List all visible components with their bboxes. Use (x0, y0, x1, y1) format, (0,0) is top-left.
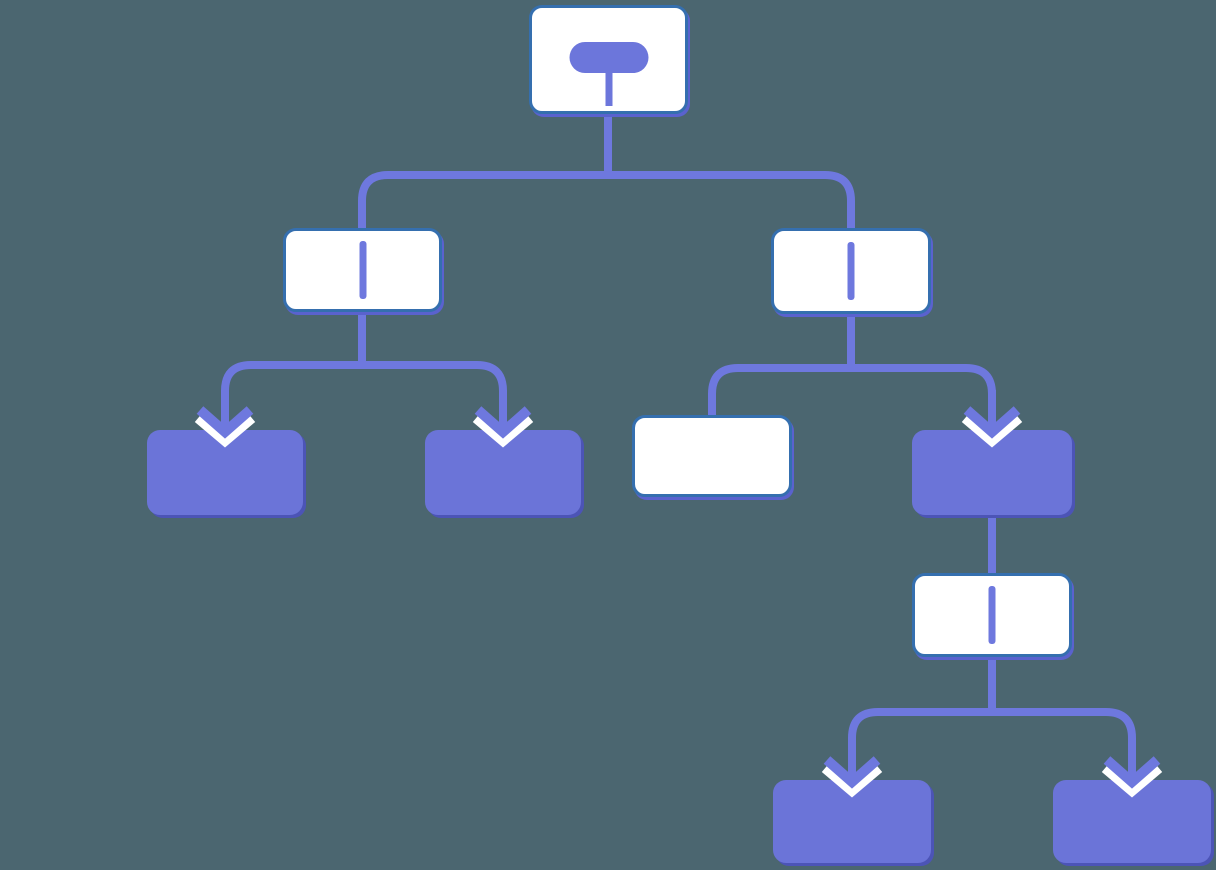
node-decision-left[interactable] (283, 228, 442, 312)
divider-line-icon (847, 242, 855, 300)
node-task-right[interactable] (912, 430, 1072, 515)
divider-line-icon (988, 586, 996, 644)
node-root[interactable] (529, 5, 688, 114)
node-decision-bottom[interactable] (912, 573, 1072, 657)
node-note-right[interactable] (632, 415, 792, 497)
root-pill-icon (569, 42, 648, 73)
node-task-bottom-left[interactable] (773, 780, 931, 863)
node-task-left-2[interactable] (425, 430, 581, 515)
node-decision-right[interactable] (771, 228, 931, 314)
root-pill-stem-icon (605, 70, 612, 106)
node-task-left-1[interactable] (147, 430, 303, 515)
node-task-bottom-right[interactable] (1053, 780, 1211, 863)
divider-line-icon (359, 241, 366, 299)
